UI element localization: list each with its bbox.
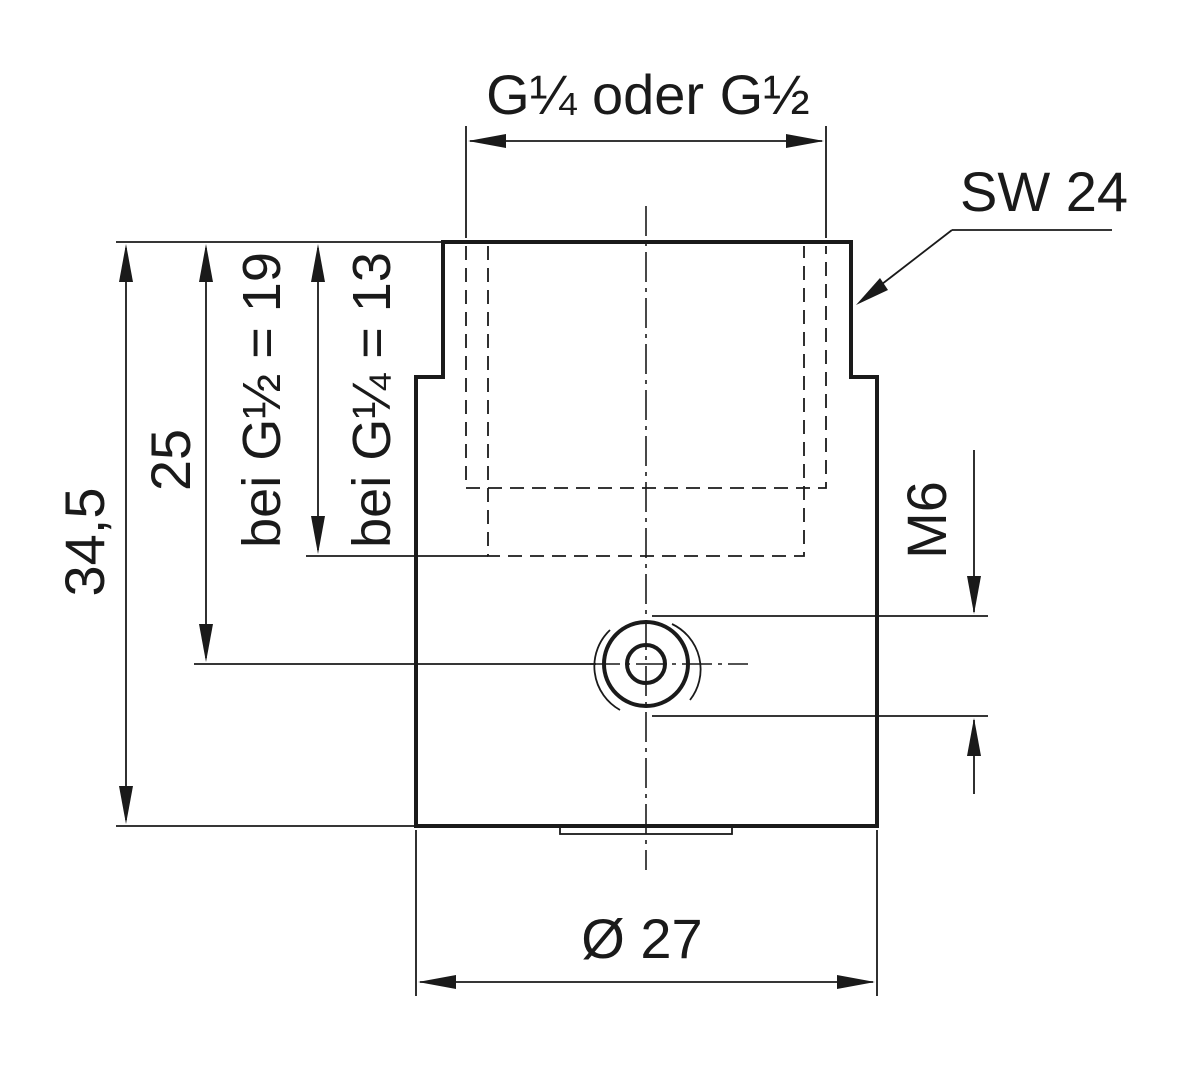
depth-g12-label: bei G½ = 19 <box>232 252 292 548</box>
side-port <box>593 620 702 711</box>
side-thread-label: M6 <box>895 481 958 559</box>
wrench-label: SW 24 <box>960 160 1128 223</box>
dim-height-port <box>199 244 213 662</box>
height-port-label: 25 <box>139 429 202 491</box>
dim-depth-g14 <box>311 244 325 554</box>
height-total-label: 34,5 <box>53 488 116 597</box>
dim-height-total <box>119 244 133 824</box>
thread-label: G¼ oder G½ <box>486 63 810 126</box>
body-outline <box>414 240 879 828</box>
dim-thread-width <box>465 126 827 238</box>
wrench-leader <box>856 229 1112 305</box>
depth-g14-label: bei G¼ = 13 <box>342 252 402 548</box>
dim-side-thread <box>652 450 988 794</box>
diameter-label: Ø 27 <box>581 907 702 970</box>
dim-diameter <box>415 830 878 996</box>
